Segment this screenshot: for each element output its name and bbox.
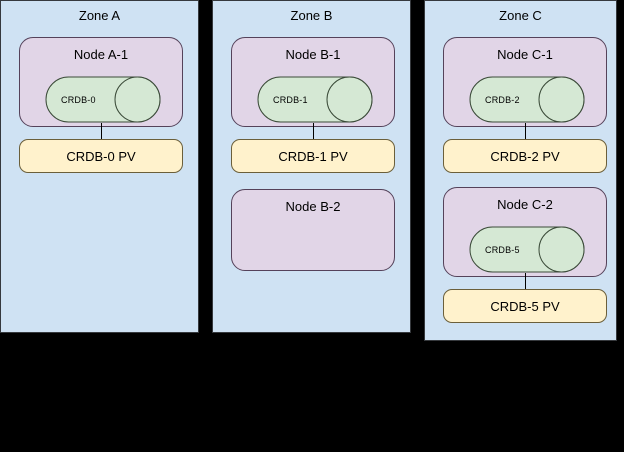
- pv-label-crdb-5-pv: CRDB-5 PV: [490, 298, 560, 314]
- cylinder-icon: [45, 76, 161, 123]
- cylinder-icon: [469, 226, 585, 273]
- zone-label-c: Zone C: [499, 8, 542, 23]
- node-label-c-2: Node C-2: [497, 197, 553, 212]
- pv-box-crdb-2-pv: CRDB-2 PV: [443, 139, 607, 173]
- connector-b-1: [313, 123, 314, 140]
- pv-box-crdb-0-pv: CRDB-0 PV: [19, 139, 183, 173]
- pod-label-crdb-2: CRDB-2: [485, 94, 520, 105]
- cylinder-icon: [469, 76, 585, 123]
- pod-crdb-2: CRDB-2: [469, 76, 585, 123]
- node-container-b-1: Node B-1 CRDB-1: [231, 37, 395, 127]
- zone-container-b: Zone B Node B-1 CRDB-1 CRDB-1 PV Node B-…: [212, 0, 411, 333]
- node-label-b-1: Node B-1: [285, 47, 341, 62]
- pv-box-crdb-5-pv: CRDB-5 PV: [443, 289, 607, 323]
- connector-c-2: [525, 273, 526, 290]
- connector-a-1: [101, 123, 102, 140]
- pod-label-crdb-0: CRDB-0: [61, 94, 96, 105]
- node-container-c-1: Node C-1 CRDB-2: [443, 37, 607, 127]
- connector-c-1: [525, 123, 526, 140]
- pod-crdb-5: CRDB-5: [469, 226, 585, 273]
- node-container-a-1: Node A-1 CRDB-0: [19, 37, 183, 127]
- zone-label-b: Zone B: [290, 8, 333, 23]
- pv-label-crdb-1-pv: CRDB-1 PV: [278, 148, 348, 164]
- node-container-c-2: Node C-2 CRDB-5: [443, 187, 607, 277]
- pod-label-crdb-1: CRDB-1: [273, 94, 308, 105]
- node-label-c-1: Node C-1: [497, 47, 553, 62]
- pv-label-crdb-0-pv: CRDB-0 PV: [66, 148, 136, 164]
- cylinder-icon: [257, 76, 373, 123]
- pod-crdb-1: CRDB-1: [257, 76, 373, 123]
- pv-box-crdb-1-pv: CRDB-1 PV: [231, 139, 395, 173]
- zone-container-c: Zone C Node C-1 CRDB-2 CRDB-2 PV Node C-…: [424, 0, 617, 341]
- node-container-b-2: Node B-2: [231, 189, 395, 271]
- pv-label-crdb-2-pv: CRDB-2 PV: [490, 148, 560, 164]
- zone-label-a: Zone A: [78, 8, 121, 23]
- pod-crdb-0: CRDB-0: [45, 76, 161, 123]
- zone-container-a: Zone A Node A-1 CRDB-0 CRDB-0 PV: [0, 0, 199, 333]
- pod-label-crdb-5: CRDB-5: [485, 244, 520, 255]
- node-label-a-1: Node A-1: [73, 47, 129, 62]
- node-label-b-2: Node B-2: [285, 199, 341, 214]
